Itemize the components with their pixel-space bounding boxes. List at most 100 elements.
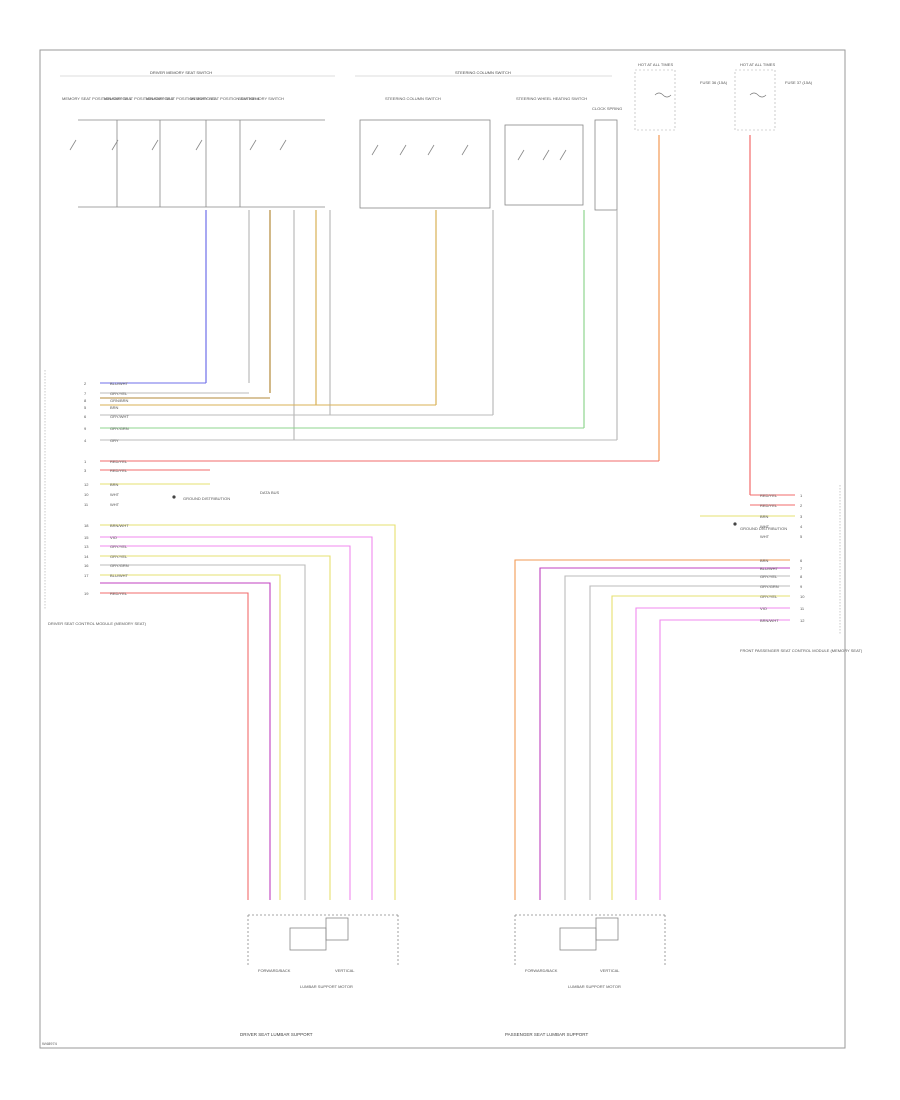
- svg-text:13: 13: [84, 544, 89, 549]
- svg-text:RED/YEL: RED/YEL: [110, 459, 128, 464]
- ground-label-right: GROUND DISTRIBUTION: [740, 526, 787, 531]
- svg-text:4: 4: [800, 524, 803, 529]
- svg-text:GRY/GRN: GRY/GRN: [110, 426, 129, 431]
- svg-text:3: 3: [84, 468, 87, 473]
- svg-text:VIO: VIO: [760, 606, 767, 611]
- svg-text:5: 5: [800, 534, 803, 539]
- right-motor-harness: [514, 559, 790, 900]
- svg-text:10: 10: [800, 594, 805, 599]
- svg-text:4: 4: [84, 438, 87, 443]
- switch-label-3: MEMORY SEAT POSITION SWITCH 3: [146, 96, 216, 101]
- svg-text:RED/YEL: RED/YEL: [760, 493, 778, 498]
- svg-text:2: 2: [800, 503, 803, 508]
- svg-text:1: 1: [84, 459, 87, 464]
- right-motor-label-a: FORWARD/BACK: [525, 968, 558, 973]
- svg-text:BRN: BRN: [110, 405, 119, 410]
- svg-text:BRN/WHT: BRN/WHT: [110, 523, 129, 528]
- left-motor-label-a: FORWARD/BACK: [258, 968, 291, 973]
- svg-text:VIO: VIO: [110, 535, 117, 540]
- switch-vertical-wires: [205, 135, 751, 495]
- left-motor-label-c: LUMBAR SUPPORT MOTOR: [300, 984, 353, 989]
- left-motor-label-b: VERTICAL: [335, 968, 355, 973]
- right-motor-label-b: VERTICAL: [600, 968, 620, 973]
- left-motor-harness: [100, 524, 396, 900]
- right-module-label: FRONT PASSENGER SEAT CONTROL MODULE (MEM…: [740, 648, 863, 653]
- svg-text:RED/YEL: RED/YEL: [110, 591, 128, 596]
- svg-text:GRY/GRN: GRY/GRN: [110, 563, 129, 568]
- svg-text:GRY/YEL: GRY/YEL: [760, 574, 778, 579]
- svg-text:7: 7: [800, 566, 803, 571]
- left-module-label: DRIVER SEAT CONTROL MODULE (MEMORY SEAT): [48, 621, 147, 626]
- steering-switch-block: [359, 119, 618, 211]
- fuse-label-left: FUSE 36 (15A): [700, 80, 728, 85]
- svg-text:GRY/GRN: GRY/GRN: [760, 584, 779, 589]
- hot-at-all-times-right: HOT AT ALL TIMES: [740, 62, 775, 67]
- svg-text:RED/YEL: RED/YEL: [760, 503, 778, 508]
- svg-text:14: 14: [84, 554, 89, 559]
- svg-text:BRN: BRN: [110, 482, 119, 487]
- fuse-box-left: [634, 69, 676, 131]
- svg-text:WHT: WHT: [110, 502, 120, 507]
- left-module-wires: [100, 382, 659, 485]
- header-steering-switch: STEERING COLUMN SWITCH: [455, 70, 511, 75]
- left-motor: [247, 914, 399, 965]
- svg-text:BRN/WHT: BRN/WHT: [760, 618, 779, 623]
- svg-text:WHT: WHT: [110, 492, 120, 497]
- switch-label-2: MEMORY SEAT POSITION SWITCH 2: [104, 96, 174, 101]
- ground-dot-left: [172, 495, 176, 499]
- svg-text:BLU/WHT: BLU/WHT: [110, 381, 129, 386]
- switch-label-4: MEMORY SEAT POSITION SWITCH 4: [190, 96, 260, 101]
- diagram-border: [39, 49, 846, 1049]
- svg-text:17: 17: [84, 573, 89, 578]
- svg-text:19: 19: [84, 591, 89, 596]
- switch-label-5: SEAT MEMORY SWITCH: [238, 96, 284, 101]
- svg-text:RED/YEL: RED/YEL: [110, 468, 128, 473]
- svg-text:GRY/YEL: GRY/YEL: [760, 594, 778, 599]
- svg-text:BLU/WHT: BLU/WHT: [110, 573, 129, 578]
- svg-text:11: 11: [800, 606, 805, 611]
- svg-text:GRY/YEL: GRY/YEL: [110, 544, 128, 549]
- svg-text:7: 7: [84, 391, 87, 396]
- svg-text:GRY/YEL: GRY/YEL: [110, 554, 128, 559]
- svg-text:10: 10: [84, 492, 89, 497]
- svg-text:8: 8: [84, 398, 87, 403]
- svg-text:BRN: BRN: [760, 558, 769, 563]
- fuse-label-right: FUSE 37 (15A): [785, 80, 813, 85]
- fuse-box-right: [734, 69, 776, 131]
- svg-text:WHT: WHT: [760, 524, 770, 529]
- svg-text:6: 6: [84, 414, 87, 419]
- memory-switch-block: [69, 119, 325, 208]
- svg-text:GRN/BRN: GRN/BRN: [110, 398, 129, 403]
- ground-dot-right: [733, 522, 737, 526]
- svg-text:8: 8: [800, 574, 803, 579]
- fuse-symbol-left: [654, 92, 672, 98]
- header-memory-switch: DRIVER MEMORY SEAT SWITCH: [150, 70, 212, 75]
- svg-text:WHT: WHT: [760, 534, 770, 539]
- svg-text:BLU/WHT: BLU/WHT: [760, 566, 779, 571]
- switch-label-6: STEERING COLUMN SWITCH: [385, 96, 441, 101]
- svg-text:9: 9: [800, 584, 803, 589]
- hot-at-all-times-left: HOT AT ALL TIMES: [638, 62, 673, 67]
- svg-text:18: 18: [84, 523, 89, 528]
- right-module-upper: [700, 494, 795, 517]
- page-id: W48974: [42, 1041, 58, 1046]
- svg-text:6: 6: [800, 558, 803, 563]
- svg-text:GRY: GRY: [110, 438, 119, 443]
- footer-right: PASSENGER SEAT LUMBAR SUPPORT: [505, 1032, 588, 1037]
- svg-text:11: 11: [84, 502, 89, 507]
- svg-text:3: 3: [800, 514, 803, 519]
- svg-text:2: 2: [84, 381, 87, 386]
- right-connector-labels: RED/YEL 1 RED/YEL 2 BRN 3 WHT 4 WHT 5 BRN 6 BL…: [760, 493, 805, 623]
- svg-text:5: 5: [84, 405, 87, 410]
- data-bus-label: DATA BUS: [260, 490, 280, 495]
- ground-label-left: GROUND DISTRIBUTION: [183, 496, 230, 501]
- svg-text:BRN: BRN: [760, 514, 769, 519]
- footer-left: DRIVER SEAT LUMBAR SUPPORT: [240, 1032, 313, 1037]
- svg-text:GRY/YEL: GRY/YEL: [110, 391, 128, 396]
- svg-text:12: 12: [800, 618, 805, 623]
- switch-label-1: MEMORY SEAT POSITION SWITCH 1: [62, 96, 132, 101]
- right-motor-label-c: LUMBAR SUPPORT MOTOR: [568, 984, 621, 989]
- svg-text:1: 1: [800, 493, 803, 498]
